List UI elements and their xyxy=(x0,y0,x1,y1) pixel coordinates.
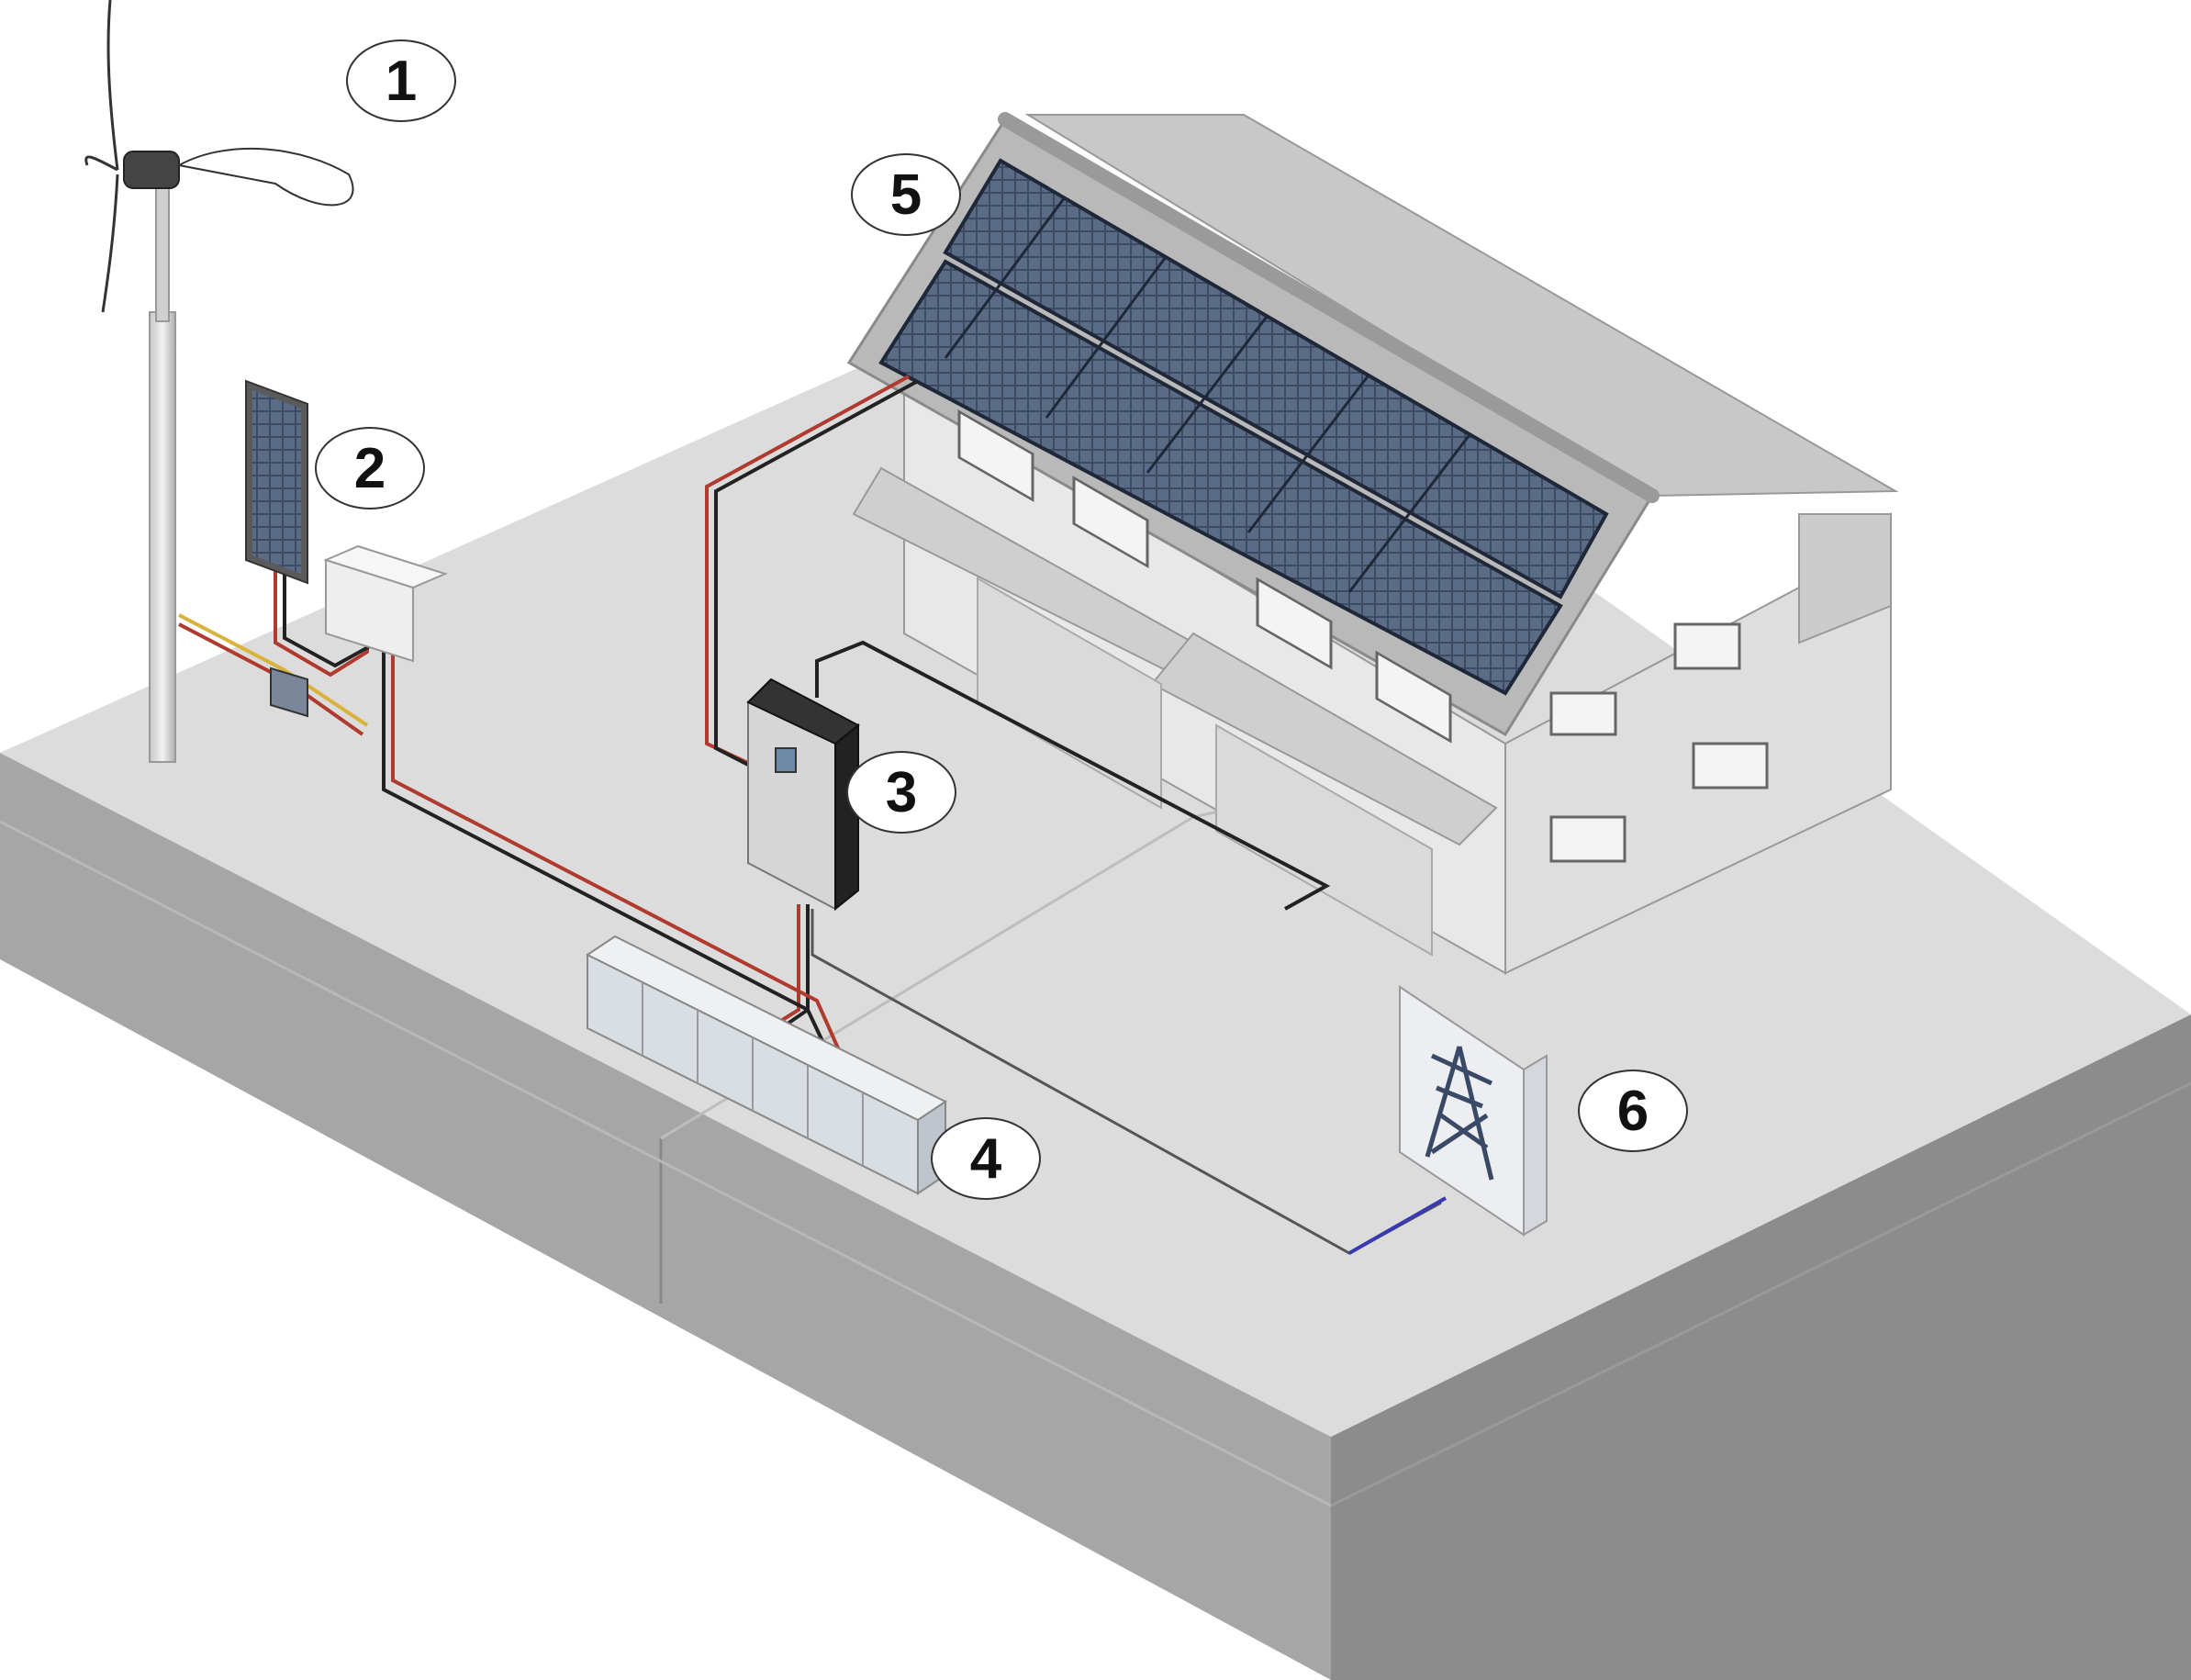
pylon-icon xyxy=(1425,1046,1494,1181)
charge-controller xyxy=(270,666,308,718)
inverter xyxy=(746,678,860,912)
junction-boxes xyxy=(270,544,448,718)
window xyxy=(1375,650,1452,744)
inverter-top xyxy=(746,678,860,745)
callout-battery-bank: 4 xyxy=(931,1117,1041,1200)
callout-inverter: 3 xyxy=(846,751,956,834)
turbine-blade xyxy=(101,174,119,313)
panel-divider xyxy=(1347,435,1470,593)
grid-connection xyxy=(1399,985,1548,1237)
garage-door xyxy=(1215,723,1433,957)
inverter-display xyxy=(775,747,797,773)
panel-divider xyxy=(1246,375,1369,533)
ground-right-face xyxy=(1331,1014,2191,1680)
turbine-blade xyxy=(106,0,119,171)
grid-sign-side xyxy=(1523,1054,1548,1237)
solar-array-lower-row xyxy=(878,259,1563,696)
window xyxy=(1692,742,1769,790)
cable-blue xyxy=(1348,1196,1447,1255)
turbine-nacelle xyxy=(123,151,180,189)
cable-black xyxy=(815,640,1331,911)
panel-divider xyxy=(1045,256,1168,419)
callout-roof-solar-array: 5 xyxy=(851,153,961,236)
callout-grid-connection: 6 xyxy=(1578,1070,1688,1152)
turbine-tower xyxy=(149,311,176,763)
wind-turbine xyxy=(84,0,354,763)
battery-bank xyxy=(586,935,947,1195)
small-panel-cells xyxy=(252,390,301,574)
ground-left-face xyxy=(0,753,1331,1680)
ground-seam xyxy=(1330,1081,2191,1507)
balcony xyxy=(1798,513,1892,644)
panel-divider xyxy=(1146,316,1269,474)
window xyxy=(1673,622,1741,670)
garage-door xyxy=(977,577,1162,810)
awning xyxy=(1150,632,1498,846)
panel-divider xyxy=(944,196,1067,359)
window xyxy=(957,409,1034,502)
window xyxy=(1072,476,1149,569)
turbine-blade xyxy=(84,155,118,172)
combiner-box-top xyxy=(323,544,448,589)
callout-wind-turbine: 1 xyxy=(346,39,456,122)
roof-ridge xyxy=(998,112,1660,503)
callout-small-solar-panel: 2 xyxy=(315,427,425,510)
inverter-side xyxy=(834,722,859,912)
cable-red xyxy=(391,643,855,1084)
cable-yellow xyxy=(178,613,369,727)
solar-array-upper-row xyxy=(943,158,1609,599)
window xyxy=(1549,815,1626,863)
window xyxy=(1256,577,1333,670)
small-solar-panel xyxy=(245,379,308,585)
cables xyxy=(178,375,1447,1255)
ground-seam xyxy=(0,820,1332,1507)
turbine-tail xyxy=(176,147,354,207)
window xyxy=(1549,691,1617,736)
turbine-mast xyxy=(155,183,170,322)
roof-solar-array xyxy=(878,158,1609,696)
